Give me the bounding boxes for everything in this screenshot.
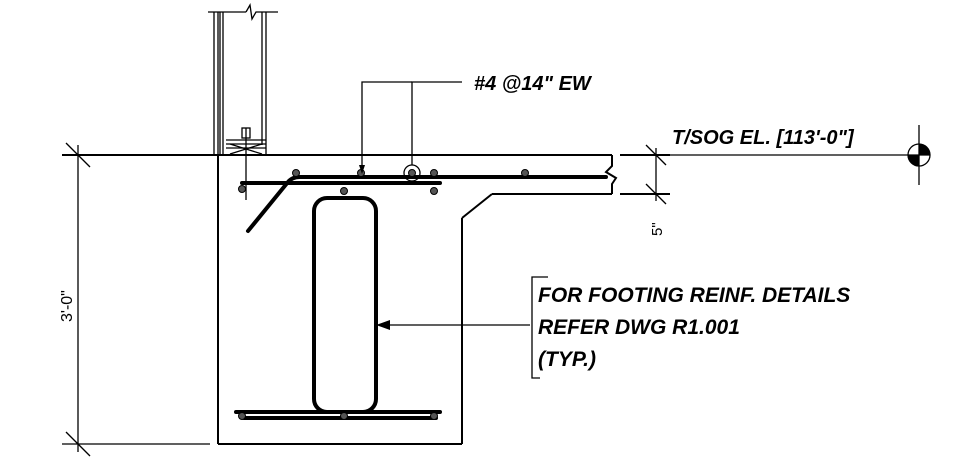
slab-thickening-label: 5" <box>649 222 666 236</box>
footing-depth-label: 3'-0" <box>59 290 76 322</box>
footing-note-leader <box>376 276 548 379</box>
rebar-dots <box>238 164 529 420</box>
concrete-outline <box>62 154 670 445</box>
rebar-callout-label: #4 @14" EW <box>474 73 593 95</box>
rebar-callout-leader <box>359 81 462 174</box>
footing-note-line3: (TYP.) <box>538 348 596 371</box>
elevation-marker <box>670 125 931 185</box>
elevation-label: T/SOG EL. [113'-0"] <box>672 127 855 149</box>
slab-reinforcement <box>240 175 608 233</box>
anchor-bolt <box>226 127 266 200</box>
elevation-target-icon <box>908 144 930 166</box>
slab-thickening-dimension <box>645 144 667 205</box>
footing-note-line1: FOR FOOTING REINF. DETAILS <box>538 284 850 307</box>
wall-section <box>208 3 278 155</box>
footing-note-line2: REFER DWG R1.001 <box>538 316 740 339</box>
footing-depth-dimension <box>62 142 210 457</box>
footing-stirrup <box>234 196 442 420</box>
